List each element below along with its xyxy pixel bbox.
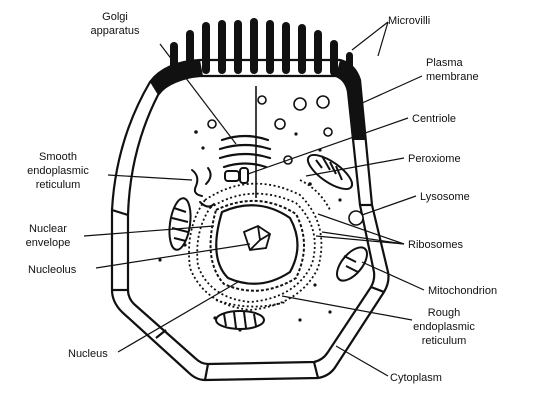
labels: Golgi apparatus Microvilli Plasma membra… [26, 11, 497, 384]
label-nucleus: Nucleus [68, 348, 108, 360]
smooth-er-drawing [191, 167, 215, 208]
centriole-drawing [224, 167, 249, 184]
nuclear-envelope-drawing [209, 200, 305, 292]
golgi-drawing [218, 134, 272, 169]
rough-er-drawing [188, 179, 331, 311]
label-golgi-line1: Golgi [102, 11, 128, 23]
label-ribosomes: Ribosomes [408, 239, 464, 251]
mitochondria [168, 153, 368, 330]
label-smooth-er-line1: Smooth [39, 151, 77, 163]
label-mitochondrion: Mitochondrion [428, 285, 497, 297]
label-plasma-membrane-line1: Plasma [426, 57, 464, 69]
label-nuclear-envelope-line1: Nuclear [29, 223, 67, 235]
label-microvilli: Microvilli [388, 15, 430, 27]
label-lysosome: Lysosome [420, 191, 470, 203]
nucleolus-drawing [242, 224, 272, 251]
microvilli-drawing [170, 18, 353, 78]
label-cytoplasm: Cytoplasm [390, 372, 442, 384]
label-rough-er-line1: Rough [428, 307, 460, 319]
label-peroxisome: Peroxiome [408, 153, 461, 165]
label-nuclear-envelope-line2: envelope [26, 237, 71, 249]
label-rough-er-line3: reticulum [422, 335, 467, 347]
vesicles [207, 95, 364, 226]
label-centriole: Centriole [412, 113, 456, 125]
apical-membrane-right [336, 60, 366, 140]
label-nucleolus: Nucleolus [28, 264, 77, 276]
label-smooth-er-line3: reticulum [36, 179, 81, 191]
leader-lines [83, 21, 425, 377]
label-plasma-membrane-line2: membrane [426, 71, 479, 83]
label-smooth-er-line2: endoplasmic [27, 165, 89, 177]
label-rough-er-line2: endoplasmic [413, 321, 475, 333]
label-golgi-line2: apparatus [91, 25, 140, 37]
